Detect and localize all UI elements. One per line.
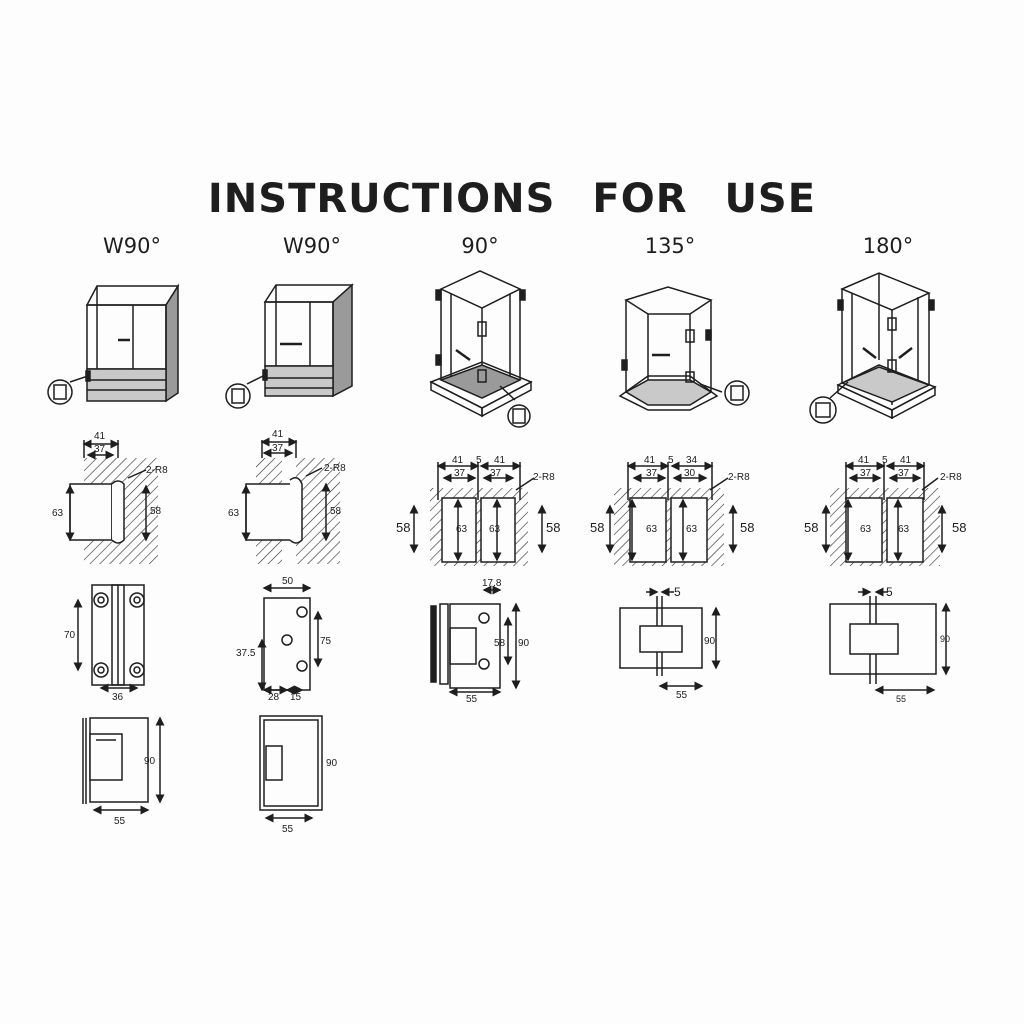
dim-label: 63: [456, 524, 468, 535]
dim-label: 2-R8: [324, 463, 346, 474]
dim-label: 63: [489, 524, 501, 535]
dim-label: 90: [144, 756, 156, 767]
column-header-3: 90°: [461, 234, 499, 258]
dim-label: 17.8: [482, 578, 502, 589]
hinge-side-2: [259, 715, 323, 823]
enclosure-wall-90-1: [47, 283, 180, 405]
dim-label: 28: [268, 692, 280, 703]
hinge-front-5: [829, 587, 951, 695]
dim-label: 58: [590, 520, 604, 535]
column-header-4: 135°: [644, 234, 696, 258]
column-header-5: 180°: [862, 234, 914, 258]
dim-label: 41: [494, 455, 506, 466]
dim-label: 58: [952, 520, 966, 535]
column-header-2: W90°: [283, 234, 341, 258]
dim-label: 2-R8: [533, 472, 555, 483]
dim-label: 37: [490, 468, 502, 479]
dim-label: 2-R8: [146, 465, 168, 476]
hinge-front-4: [619, 587, 721, 691]
page-title: INSTRUCTIONS FOR USE: [207, 176, 817, 222]
dim-label: 37: [94, 444, 106, 455]
dim-label: 41: [452, 455, 464, 466]
enclosure-straight-180: [809, 272, 937, 424]
dim-label: 63: [860, 524, 872, 535]
dim-label: 37: [646, 468, 658, 479]
glass-cutout-2: [241, 437, 340, 564]
dim-label: 37.5: [236, 648, 256, 659]
dim-label: 5: [476, 455, 482, 466]
dim-label: 41: [858, 455, 870, 466]
dim-label: 37: [454, 468, 466, 479]
enclosure-wall-90-2: [225, 283, 354, 409]
dim-label: 2-R8: [940, 472, 962, 483]
dim-label: 34: [686, 455, 698, 466]
dim-label: 63: [686, 524, 698, 535]
dim-label: 41: [94, 431, 106, 442]
dim-label: 37: [860, 468, 872, 479]
dim-label: 55: [896, 694, 906, 704]
dim-label: 90: [940, 634, 950, 644]
dim-label: 63: [898, 524, 910, 535]
dim-label: 70: [64, 630, 76, 641]
dim-label: 5: [882, 455, 888, 466]
glass-cutout-1: [65, 439, 158, 564]
dim-label: 58: [330, 506, 342, 517]
dim-label: 58: [740, 520, 754, 535]
dim-label: 5: [668, 455, 674, 466]
column-header-1: W90°: [103, 234, 161, 258]
enclosure-corner-135: [618, 286, 750, 411]
dim-label: 41: [900, 455, 912, 466]
hinge-front-3: [430, 585, 521, 697]
glass-cutout-3: [409, 461, 547, 566]
dim-label: 58: [494, 638, 506, 649]
dim-label: 50: [282, 576, 294, 587]
dim-label: 63: [52, 508, 64, 519]
dim-label: 55: [676, 690, 688, 701]
dimension-labels: 41 37 2-R8 63 58 70 36 90 55 41 37 2-R8 …: [52, 429, 966, 835]
dim-label: 55: [114, 816, 126, 827]
dim-label: 5: [886, 585, 893, 599]
enclosure-corner-90: [429, 270, 533, 428]
dim-label: 58: [546, 520, 560, 535]
dim-label: 63: [228, 508, 240, 519]
dim-label: 90: [704, 636, 716, 647]
dim-label: 15: [290, 692, 302, 703]
dim-label: 41: [272, 429, 284, 440]
dim-label: 5: [674, 585, 681, 599]
hinge-front-2: [257, 583, 323, 695]
hinge-side-1: [82, 716, 165, 815]
dim-label: 58: [150, 506, 162, 517]
dim-label: 90: [518, 638, 530, 649]
glass-cutout-5: [821, 461, 947, 566]
dim-label: 30: [684, 468, 696, 479]
dim-label: 41: [644, 455, 656, 466]
dim-label: 36: [112, 692, 124, 703]
dim-label: 58: [804, 520, 818, 535]
hinge-front-1: [73, 584, 145, 693]
dim-label: 90: [326, 758, 338, 769]
dim-label: 75: [320, 636, 332, 647]
glass-cutout-4: [605, 461, 738, 566]
dim-label: 63: [646, 524, 658, 535]
dim-label: 2-R8: [728, 472, 750, 483]
dim-label: 55: [466, 694, 478, 705]
dim-label: 37: [272, 443, 284, 454]
dim-label: 55: [282, 824, 294, 835]
dim-label: 58: [396, 520, 410, 535]
dim-label: 37: [898, 468, 910, 479]
